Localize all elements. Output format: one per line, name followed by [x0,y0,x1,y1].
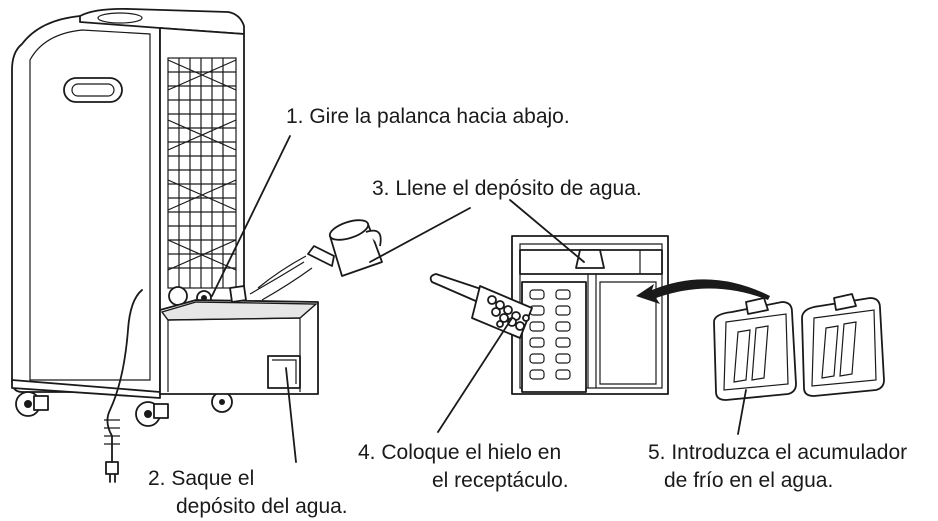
cooler-handle [63,77,123,103]
cold-pack-2 [801,293,885,397]
power-cord [106,289,143,463]
cooler-top [79,7,245,35]
step1-label: 1. Gire la palanca hacia abajo. [286,105,570,128]
step2-label-line1: 2. Saque el [148,467,255,490]
step5-label-line2: de frío en el agua. [664,469,834,492]
leader-step2 [285,367,297,463]
ice-receptacle-illustration [429,235,770,395]
cold-pack-1 [713,297,797,401]
water-tank [159,285,319,395]
step4-label-line1: 4. Coloque el hielo en [358,441,562,464]
leader-step4 [437,317,513,433]
leader-step3b [509,199,585,263]
leader-step5 [737,389,747,435]
watering-can [249,219,383,301]
step4-label-line2: el receptáculo. [432,469,569,492]
step2-label-line2: depósito del agua. [176,495,348,518]
leader-step3 [369,207,471,263]
cooler-side-panel [11,15,161,393]
step3-label: 3. Llene el depósito de agua. [372,177,642,200]
air-cooler-illustration [11,7,383,483]
leader-step1 [211,135,291,297]
cold-packs-illustration [713,293,885,401]
cooler-filter-grille [167,57,237,289]
step5-label-line1: 5. Introduzca el acumulador [648,441,908,464]
ice-scoop [429,273,533,339]
insert-arrow [636,279,770,304]
cooler-wheels [15,391,233,427]
leader-lines [211,135,747,463]
